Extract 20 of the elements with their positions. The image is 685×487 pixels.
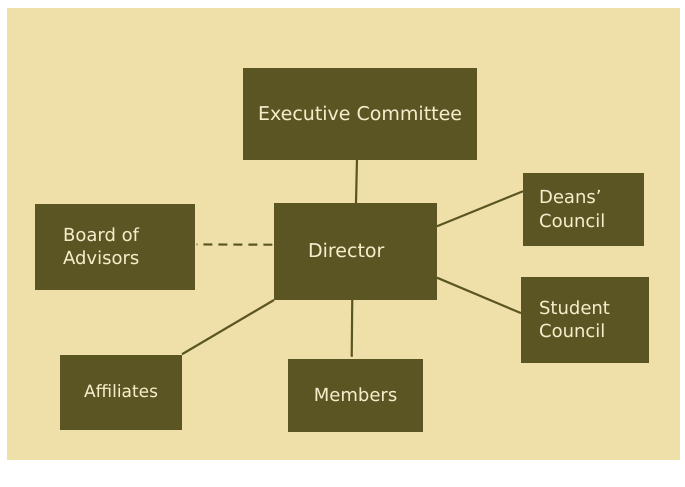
org-box (523, 173, 644, 246)
box-label: Executive Committee (258, 102, 462, 126)
connector-line (436, 190, 524, 228)
org-box (274, 203, 437, 300)
org-box (35, 204, 195, 290)
connector-line (354, 160, 358, 204)
dashed-connector (196, 243, 272, 246)
box-label: Affiliates (84, 381, 158, 404)
connector-line (436, 276, 522, 314)
org-box (243, 68, 477, 160)
org-box (288, 359, 423, 432)
box-label: Deans’ Council (539, 186, 606, 233)
connector-line (350, 300, 354, 357)
box-label: Director (308, 239, 384, 264)
org-box (521, 277, 649, 363)
org-box (60, 355, 182, 430)
box-label: Student Council (539, 296, 611, 344)
connector-line (181, 299, 275, 356)
box-label: Board of Advisors (63, 224, 140, 270)
box-label: Members (314, 384, 398, 408)
